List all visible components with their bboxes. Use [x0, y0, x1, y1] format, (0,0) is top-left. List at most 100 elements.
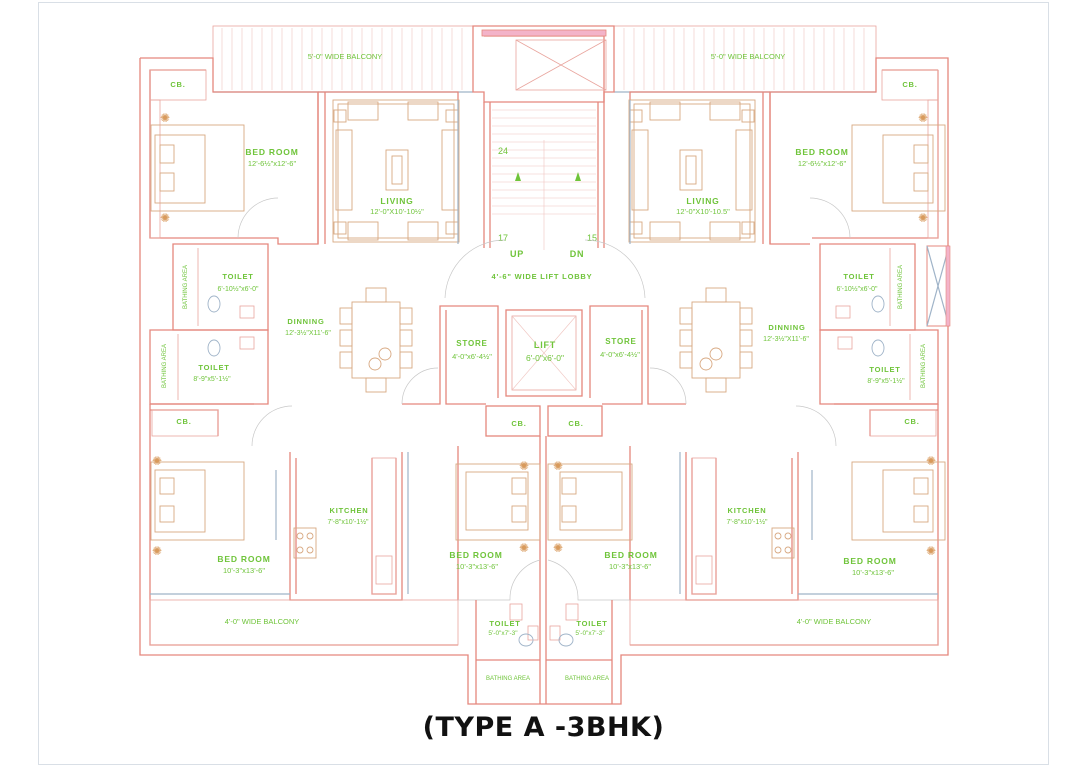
store-right-name: STORE [605, 337, 636, 346]
cb-mid-left: CB. [511, 419, 526, 428]
plan-title: (TYPE A -3BHK) [422, 712, 665, 743]
store-right-size: 4'-0"x6'-4½" [600, 350, 640, 359]
toilet-right-top-name: TOILET [843, 272, 874, 281]
toilet-left-top-name: TOILET [222, 272, 253, 281]
stair-step-top: 24 [498, 146, 508, 156]
toilet-right-top: BATHING AREA TOILET 6'-10½"x6'-0" [819, 243, 951, 331]
bathing-bottom-right: BATHING AREA [565, 676, 609, 682]
bed-bottom-right-size: 10'-3"x13'-6" [852, 568, 894, 577]
stair-up: UP [510, 249, 524, 259]
lamp-icon: ✺ [926, 454, 936, 468]
kitchen-left-size: 7'-8"x10'-1½" [327, 518, 369, 526]
bed-top-left-name: BED ROOM [245, 147, 298, 157]
cb-top-left: CB. [170, 80, 185, 89]
bedroom-bottom-left: CB. ✺ ✺ BED ROOM 10'-3"x13'-6" [150, 403, 290, 595]
toilet-bottom-right-size: 5'-0"x7'-3" [575, 630, 605, 637]
living-left: LIVING 12'-0"X10'-10½" [317, 91, 460, 244]
bathing-area-left-bottom: BATHING AREA [162, 344, 168, 388]
kitchen-right-name: KITCHEN [728, 506, 767, 515]
stair-step-left: 17 [498, 233, 508, 243]
stair-step-right: 15 [587, 233, 597, 243]
staircase: 24 17 15 UP DN [483, 102, 605, 259]
toilet-bottom-left-size: 5'-0"x7'-3" [488, 630, 518, 637]
balcony-bottom-left-label: 4'-0" WIDE BALCONY [225, 617, 300, 626]
lift-lobby: 4'-6" WIDE LIFT LOBBY [444, 239, 646, 299]
toilet-right-bottom: BATHING AREA TOILET 8'-9"x5'-1½" [819, 329, 939, 405]
balcony-top-left: 5'-0" WIDE BALCONY [212, 25, 474, 93]
bed-bottom-mid-left-size: 10'-3"x13'-6" [456, 562, 498, 571]
bed-top-right-name: BED ROOM [795, 147, 848, 157]
toilet-right-top-size: 6'-10½"x6'-0" [836, 285, 878, 293]
lamp-icon: ✺ [152, 544, 162, 558]
outer-walls [139, 25, 949, 705]
bathing-bottom-left: BATHING AREA [486, 676, 530, 682]
toilet-left-bottom-name: TOILET [198, 363, 229, 372]
toilet-bottom-right-name: TOILET [576, 619, 607, 628]
balcony-bottom-right-label: 4'-0" WIDE BALCONY [797, 617, 872, 626]
bed-bottom-mid-right-name: BED ROOM [604, 550, 657, 560]
bedroom-bottom-mid-right: ✺ ✺ BED ROOM 10'-3"x13'-6" [547, 446, 657, 601]
duct-top [481, 29, 607, 91]
bathing-area-right-bottom: BATHING AREA [921, 344, 927, 388]
lift-name: LIFT [534, 340, 556, 350]
bedroom-bottom-mid-left: ✺ ✺ BED ROOM 10'-3"x13'-6" [449, 436, 547, 704]
dinning-left: DINNING 12'-3½"X11'-6" [285, 287, 413, 393]
toilet-left-bottom-size: 8'-9"x5'-1½" [193, 375, 231, 383]
store-left-name: STORE [456, 339, 487, 348]
balcony-top-left-label: 5'-0" WIDE BALCONY [308, 52, 383, 61]
kitchen-left-name: KITCHEN [330, 506, 369, 515]
bed-bottom-mid-left-name: BED ROOM [449, 550, 502, 560]
dinning-left-name: DINNING [287, 317, 324, 326]
balcony-bottom-right: 4'-0" WIDE BALCONY [629, 599, 939, 646]
balcony-top-right-label: 5'-0" WIDE BALCONY [711, 52, 786, 61]
toilet-left-top-size: 6'-10½"x6'-0" [217, 285, 259, 293]
toilet-right-bottom-name: TOILET [869, 365, 900, 374]
toilet-left-top: BATHING AREA TOILET 6'-10½"x6'-0" [172, 243, 269, 331]
store-left-size: 4'-0"x6'-4½" [452, 352, 492, 361]
lift-size: 6'-0"x6'-0" [526, 353, 564, 363]
bathing-area-left-top: BATHING AREA [183, 265, 189, 309]
drawing-frame [38, 2, 1049, 765]
living-left-size: 12'-0"X10'-10½" [370, 207, 424, 216]
lamp-icon: ✺ [519, 541, 529, 555]
dinning-right-name: DINNING [768, 323, 805, 332]
bed-top-right-size: 12'-6½"x12'-6" [798, 159, 847, 168]
kitchen-right-size: 7'-8"x10'-1½" [726, 518, 768, 526]
lamp-icon: ✺ [519, 459, 529, 473]
lobby-label: 4'-6" WIDE LIFT LOBBY [492, 272, 593, 281]
toilet-left-bottom: BATHING AREA TOILET 8'-9"x5'-1½" [149, 329, 269, 405]
dinning-left-size: 12'-3½"X11'-6" [285, 329, 331, 337]
dinning-right: DINNING 12'-3½"X11'-6" [679, 287, 809, 393]
lamp-icon: ✺ [160, 211, 170, 225]
bed-top-left-size: 12'-6½"x12'-6" [248, 159, 297, 168]
living-right-name: LIVING [686, 196, 719, 206]
cb-low-left: CB. [176, 417, 191, 426]
lamp-icon: ✺ [553, 459, 563, 473]
cb-mid-right: CB. [568, 419, 583, 428]
kitchen-right: KITCHEN 7'-8"x10'-1½" [679, 452, 799, 601]
bed-bottom-right-name: BED ROOM [843, 556, 896, 566]
balcony-top-right: 5'-0" WIDE BALCONY [613, 25, 877, 93]
lamp-icon: ✺ [160, 111, 170, 125]
living-right-size: 12'-0"X10'-10.5" [676, 207, 730, 216]
lamp-icon: ✺ [918, 211, 928, 225]
toilet-bottom-left: TOILET 5'-0"x7'-3" BATHING AREA [475, 600, 540, 704]
living-right: LIVING 12'-0"X10'-10.5" [628, 91, 771, 244]
bedroom-top-right: CB. ✺ ✺ BED ROOM 12'-6½"x12'-6" [795, 69, 946, 239]
toilet-bottom-right: TOILET 5'-0"x7'-3" BATHING AREA [546, 600, 613, 704]
balcony-bottom-left: 4'-0" WIDE BALCONY [149, 599, 459, 646]
toilet-bottom-left-name: TOILET [489, 619, 520, 628]
bed-bottom-mid-right-size: 10'-3"x13'-6" [609, 562, 651, 571]
lamp-icon: ✺ [553, 541, 563, 555]
kitchen-left: KITCHEN 7'-8"x10'-1½" [289, 452, 409, 601]
toilet-right-bottom-size: 8'-9"x5'-1½" [867, 377, 905, 385]
bedroom-bottom-right: CB. ✺ ✺ BED ROOM 10'-3"x13'-6" [798, 403, 946, 595]
lamp-icon: ✺ [926, 544, 936, 558]
lamp-icon: ✺ [152, 454, 162, 468]
bedroom-top-left: CB. ✺ ✺ BED ROOM 12'-6½"x12'-6" [149, 69, 298, 239]
bed-bottom-left-size: 10'-3"x13'-6" [223, 566, 265, 575]
living-left-name: LIVING [380, 196, 413, 206]
cb-low-right: CB. [904, 417, 919, 426]
bathing-area-right-top: BATHING AREA [898, 265, 904, 309]
